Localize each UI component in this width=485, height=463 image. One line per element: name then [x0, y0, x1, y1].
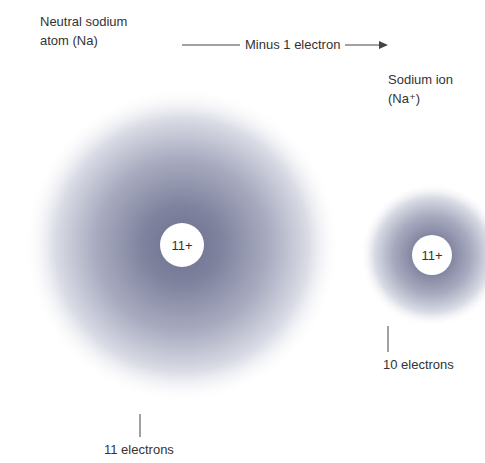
- atom-heading: Neutral sodium atom (Na): [40, 12, 148, 50]
- arrow-label: Minus 1 electron: [240, 37, 345, 53]
- electron-count-label: 10 electrons: [383, 357, 454, 373]
- atom-group: Neutral sodium atom (Na)11+: [40, 8, 182, 68]
- atom-heading: Sodium ion (Na⁺): [388, 70, 474, 108]
- nucleus-circle: 11+: [412, 235, 452, 275]
- nucleus-charge: 11+: [421, 248, 442, 263]
- electron-cloud-shape: [360, 183, 485, 327]
- nucleus-charge: 11+: [171, 238, 192, 253]
- electron-cloud-shape: [24, 87, 340, 403]
- electron-count-label: 11 electrons: [104, 442, 174, 458]
- nucleus-circle: 11+: [160, 223, 204, 267]
- leader-line: [388, 326, 389, 352]
- atom-group: Sodium ion (Na⁺)11+: [388, 36, 480, 110]
- arrow-head: [379, 41, 388, 49]
- leader-line: [140, 414, 141, 437]
